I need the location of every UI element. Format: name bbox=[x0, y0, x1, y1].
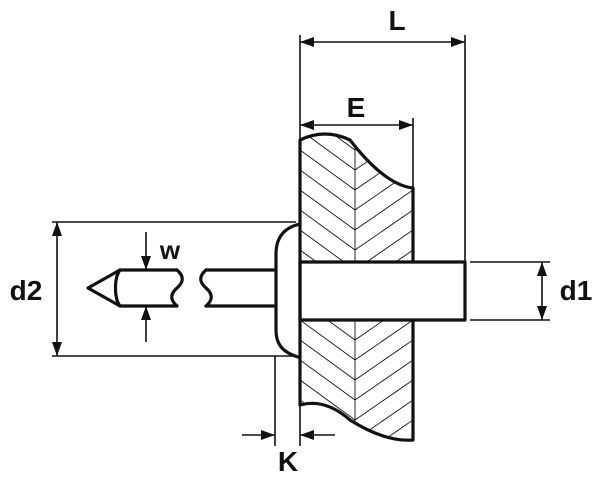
plate-bottom-hatching bbox=[300, 320, 413, 441]
label-K: K bbox=[278, 446, 298, 477]
dimension-E: E bbox=[300, 92, 414, 188]
mandrel-tip bbox=[86, 268, 179, 308]
dimension-K: K bbox=[242, 356, 335, 477]
dimension-d2: d2 bbox=[10, 221, 296, 357]
dimension-L: L bbox=[299, 5, 466, 262]
plate-top-outline bbox=[298, 132, 415, 264]
dimension-w: w bbox=[141, 232, 181, 342]
mandrel-tip-break-line bbox=[170, 268, 184, 308]
label-d2: d2 bbox=[10, 275, 43, 306]
label-w: w bbox=[159, 235, 181, 265]
rivet-body bbox=[298, 260, 467, 322]
label-d1: d1 bbox=[560, 275, 593, 306]
mandrel-stem bbox=[204, 268, 278, 308]
dimension-d1: d1 bbox=[470, 261, 593, 321]
label-E: E bbox=[347, 92, 366, 123]
mandrel-break-line bbox=[199, 268, 213, 308]
label-L: L bbox=[388, 5, 405, 36]
mandrel-tip-facets bbox=[113, 268, 122, 308]
plate-bottom-outline bbox=[298, 318, 415, 442]
rivet-head bbox=[274, 222, 302, 359]
